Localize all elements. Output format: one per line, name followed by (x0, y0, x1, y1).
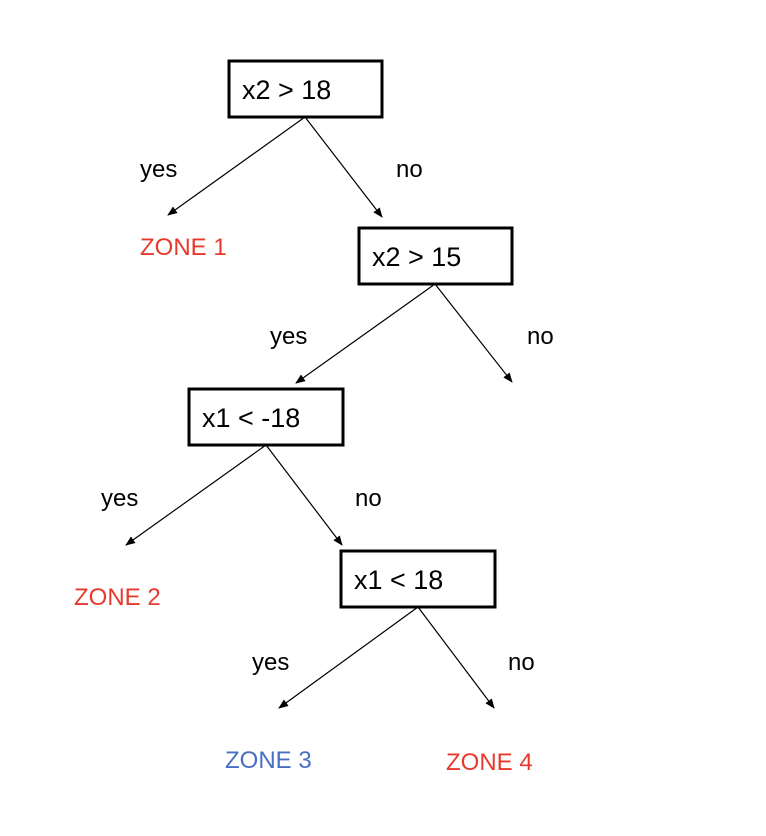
edge-node3-no-label: no (355, 485, 382, 512)
decision-node-3: x1 < -18 (187, 387, 345, 447)
edge-node2-no (434, 283, 513, 383)
edge-node1-no-label: no (396, 156, 423, 183)
edge-node3-yes (125, 444, 267, 546)
decision-node-1-label: x2 > 18 (242, 75, 331, 105)
edge-node3-no (265, 444, 343, 546)
decision-node-4-box (339, 549, 497, 609)
decision-node-4: x1 < 18 (339, 549, 497, 609)
edge-node2-yes-label: yes (270, 323, 307, 350)
edge-node4-yes (278, 606, 419, 709)
decision-node-4-label: x1 < 18 (354, 565, 443, 595)
decision-node-3-label: x1 < -18 (202, 403, 300, 433)
edge-node1-yes-label: yes (140, 156, 177, 183)
edge-node1-yes (167, 116, 306, 216)
decision-node-1-box (227, 59, 384, 119)
edge-node4-no-label: no (508, 649, 535, 676)
edge-node3-yes-label: yes (101, 485, 138, 512)
decision-node-1: x2 > 18 (227, 59, 384, 119)
decision-node-2: x2 > 15 (357, 226, 514, 286)
edge-node1-no (304, 116, 383, 218)
leaf-zone-2: ZONE 2 (74, 584, 161, 611)
leaf-zone-3: ZONE 3 (225, 747, 312, 774)
edge-node4-no (417, 606, 495, 709)
edge-node2-yes (295, 283, 436, 384)
leaf-zone-1: ZONE 1 (140, 234, 227, 261)
edge-node4-yes-label: yes (252, 649, 289, 676)
edge-node2-no-label: no (527, 323, 554, 350)
leaf-zone-4: ZONE 4 (446, 749, 533, 776)
decision-node-2-label: x2 > 15 (372, 242, 461, 272)
